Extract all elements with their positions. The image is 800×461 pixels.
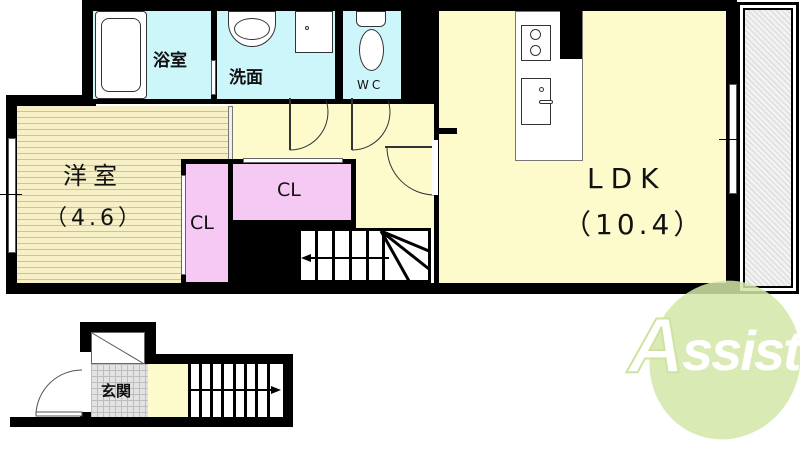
wall-top bbox=[82, 0, 732, 11]
room-toilet: WC bbox=[343, 11, 401, 99]
staircase-upper bbox=[298, 228, 431, 283]
room-closet-vertical: CL bbox=[186, 164, 228, 282]
wall-bottom bbox=[6, 283, 732, 294]
kitchen-pillar bbox=[560, 11, 582, 59]
wall-left-top-step bbox=[6, 95, 96, 106]
label-ldk-size: （10.4） bbox=[563, 208, 706, 241]
shoe-storage-diagonal-icon bbox=[91, 332, 147, 366]
stair-direction-arrow-icon-lower bbox=[188, 386, 281, 394]
wall-lower-bottom bbox=[10, 417, 293, 427]
staircase-winder-icon bbox=[379, 229, 430, 282]
kitchen-sink-icon bbox=[521, 78, 553, 125]
room-entrance: 玄関 bbox=[91, 364, 148, 417]
wall-bath-wash bbox=[211, 11, 217, 99]
wall-left-upper bbox=[82, 0, 93, 106]
door-swing-toilet-icon[interactable] bbox=[350, 98, 391, 153]
wall-wash-wc bbox=[335, 11, 343, 99]
shoe-storage bbox=[91, 332, 147, 366]
wall-stair-right bbox=[283, 354, 293, 427]
wall-entrance-mid bbox=[145, 322, 156, 364]
watermark-text: ssist bbox=[682, 319, 800, 382]
wall-entrance-top bbox=[80, 322, 156, 332]
label-western-room: 洋室 bbox=[63, 162, 123, 190]
stair-direction-arrow-icon bbox=[301, 254, 389, 262]
label-toilet: WC bbox=[357, 78, 384, 92]
watermark-logo: A ssist bbox=[620, 259, 800, 461]
label-entrance: 玄関 bbox=[101, 382, 132, 400]
window-marker-east bbox=[719, 139, 749, 140]
room-bathroom: 浴室 bbox=[93, 11, 211, 99]
wall-ldk-stub bbox=[437, 128, 457, 134]
wash-basin-icon bbox=[228, 11, 276, 47]
door-swing-washroom-icon[interactable] bbox=[288, 98, 329, 153]
wall-wc-hall bbox=[401, 11, 436, 99]
entrance-door-icon[interactable] bbox=[34, 368, 94, 418]
door-swing-ldk-icon[interactable] bbox=[385, 145, 440, 205]
label-closet-vertical: CL bbox=[190, 212, 214, 234]
label-washroom: 洗面 bbox=[229, 68, 263, 88]
floor-plan-upper: 浴室 洗面 WC 洋室 （4.6） bbox=[0, 0, 799, 294]
wall-entrance-left bbox=[80, 322, 91, 352]
wall-wet-bottom bbox=[93, 99, 436, 104]
balcony bbox=[737, 2, 799, 294]
floor-plan-lower: 玄関 bbox=[0, 320, 310, 427]
entrance-hall-floor bbox=[148, 364, 188, 417]
bathtub-icon bbox=[95, 11, 147, 99]
label-ldk: LDK bbox=[587, 162, 667, 195]
staircase-lower bbox=[188, 364, 283, 417]
bathroom-door[interactable] bbox=[211, 60, 216, 95]
label-bathroom: 浴室 bbox=[153, 51, 187, 71]
ldk-door-opening[interactable] bbox=[432, 140, 438, 195]
watermark-letter-a: A bbox=[627, 300, 685, 390]
label-western-room-size: （4.6） bbox=[45, 206, 144, 231]
closet-door-vertical[interactable] bbox=[181, 175, 186, 275]
label-closet-horizontal: CL bbox=[277, 179, 301, 201]
closet-door-horizontal[interactable] bbox=[243, 158, 343, 163]
stove-icon bbox=[521, 25, 551, 61]
window-west[interactable] bbox=[8, 138, 16, 253]
wall-stair-top bbox=[145, 354, 293, 364]
room-closet-horizontal: CL bbox=[233, 164, 351, 220]
toilet-bowl-icon bbox=[359, 29, 384, 71]
washing-machine-icon bbox=[295, 11, 333, 53]
room-washroom: 洗面 bbox=[217, 11, 335, 99]
window-marker bbox=[0, 194, 22, 195]
toilet-icon bbox=[356, 11, 386, 27]
